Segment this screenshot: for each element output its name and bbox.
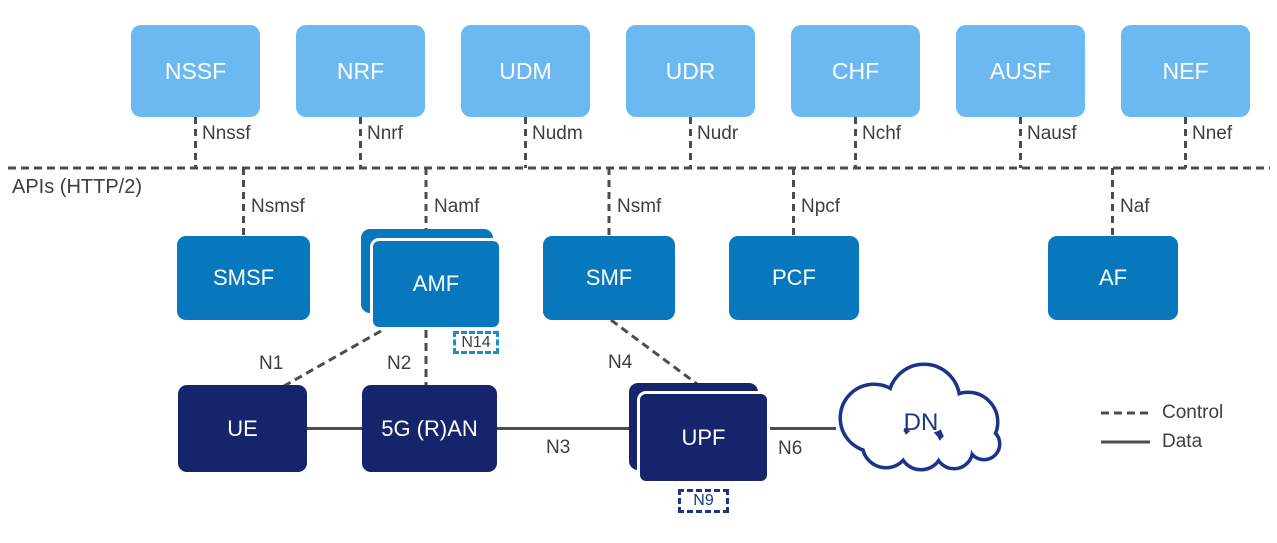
dn-label: DN: [904, 409, 939, 436]
node-amf: AMF: [370, 238, 502, 330]
iface-nudr: Nudr: [697, 123, 739, 144]
node-smf: SMF: [543, 236, 675, 320]
node-udr: UDR: [626, 25, 755, 117]
ref-n6: N6: [778, 438, 803, 459]
n4-line: [610, 318, 698, 386]
iface-nudm: Nudm: [532, 123, 583, 144]
iface-nchf: Nchf: [862, 123, 902, 144]
ref-n1: N1: [259, 353, 284, 374]
service-node-stub-lines: [194, 117, 1187, 168]
ref-n9-chip: N9: [678, 489, 729, 513]
node-udm: UDM: [461, 25, 590, 117]
node-upf: UPF: [637, 391, 770, 484]
iface-nsmf: Nsmf: [617, 196, 662, 217]
control-node-stub-lines: [242, 168, 1114, 236]
iface-nausf: Nausf: [1027, 123, 1077, 144]
node-nrf: NRF: [296, 25, 425, 117]
iface-naf: Naf: [1120, 196, 1150, 217]
node-pcf: PCF: [729, 236, 859, 320]
node-nef: NEF: [1121, 25, 1250, 117]
node-ran: 5G (R)AN: [362, 385, 497, 472]
iface-nnssf: Nnssf: [202, 123, 251, 144]
iface-nnrf: Nnrf: [367, 123, 403, 144]
legend-control-label: Control: [1162, 402, 1224, 423]
node-smsf: SMSF: [177, 236, 310, 320]
iface-npcf: Npcf: [801, 196, 841, 217]
iface-nnef: Nnef: [1192, 123, 1233, 144]
n1-line: [283, 329, 382, 388]
ref-n4: N4: [608, 352, 633, 373]
iface-namf: Namf: [434, 196, 480, 217]
ref-n14-chip: N14: [453, 331, 499, 354]
node-af: AF: [1048, 236, 1178, 320]
node-ausf: AUSF: [956, 25, 1085, 117]
api-bus-label: APIs (HTTP/2): [12, 176, 143, 198]
iface-nsmsf: Nsmsf: [251, 196, 305, 217]
legend-data-label: Data: [1162, 431, 1203, 452]
ref-n2: N2: [387, 353, 412, 374]
dn-cloud: DN: [838, 362, 1002, 472]
node-chf: CHF: [791, 25, 920, 117]
node-nssf: NSSF: [131, 25, 260, 117]
node-ue: UE: [178, 385, 307, 472]
ref-n3: N3: [546, 437, 571, 458]
